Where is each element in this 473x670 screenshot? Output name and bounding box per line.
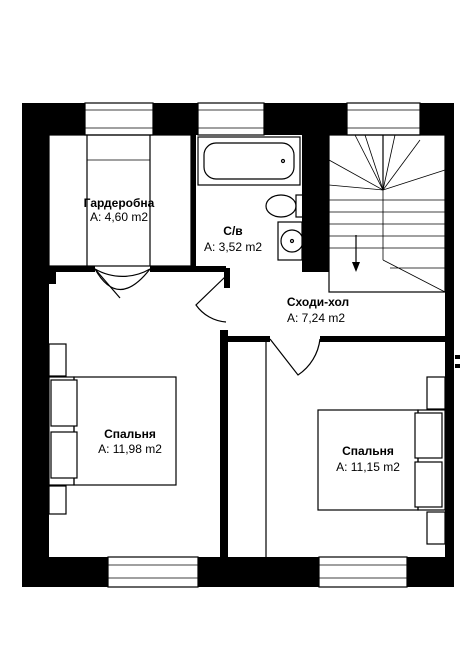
room-name-bathroom: С/в xyxy=(223,224,242,238)
room-area-bedroom-left: A: 11,98 m2 xyxy=(98,442,162,456)
windows xyxy=(84,102,421,588)
toilet xyxy=(265,194,305,218)
window-top-bathroom xyxy=(197,102,265,136)
bathroom-side-fixtures xyxy=(304,181,319,237)
door-right-bedroom xyxy=(269,338,321,376)
exterior-walls xyxy=(22,103,454,587)
room-area-bathroom: A: 3,52 m2 xyxy=(204,240,262,254)
interior-walls xyxy=(49,135,445,342)
room-name-stair-hall: Сходи-хол xyxy=(287,295,349,309)
doors xyxy=(94,268,321,376)
bed-right xyxy=(317,376,446,545)
window-top-wardrobe xyxy=(84,102,154,136)
sink xyxy=(277,221,304,261)
bed-left xyxy=(48,343,177,515)
room-name-wardrobe: Гардеробна xyxy=(84,196,155,210)
room-area-wardrobe: A: 4,60 m2 xyxy=(90,210,148,224)
window-bottom-left xyxy=(107,556,199,588)
window-bottom-right xyxy=(318,556,408,588)
staircase xyxy=(328,134,446,293)
wall-sockets xyxy=(455,355,460,368)
door-wardrobe xyxy=(94,268,151,299)
bathtub xyxy=(197,136,301,186)
wardrobe-shelves xyxy=(48,134,192,267)
room-area-stair-hall: A: 7,24 m2 xyxy=(287,311,345,325)
room-labels: Гардеробна A: 4,60 m2 С/в A: 3,52 m2 Схо… xyxy=(84,196,401,474)
room-name-bedroom-right: Спальня xyxy=(342,444,394,458)
room-area-bedroom-right: A: 11,15 m2 xyxy=(336,460,400,474)
door-bathroom xyxy=(195,275,227,323)
window-top-stairs xyxy=(346,102,421,136)
room-name-bedroom-left: Спальня xyxy=(104,427,156,441)
